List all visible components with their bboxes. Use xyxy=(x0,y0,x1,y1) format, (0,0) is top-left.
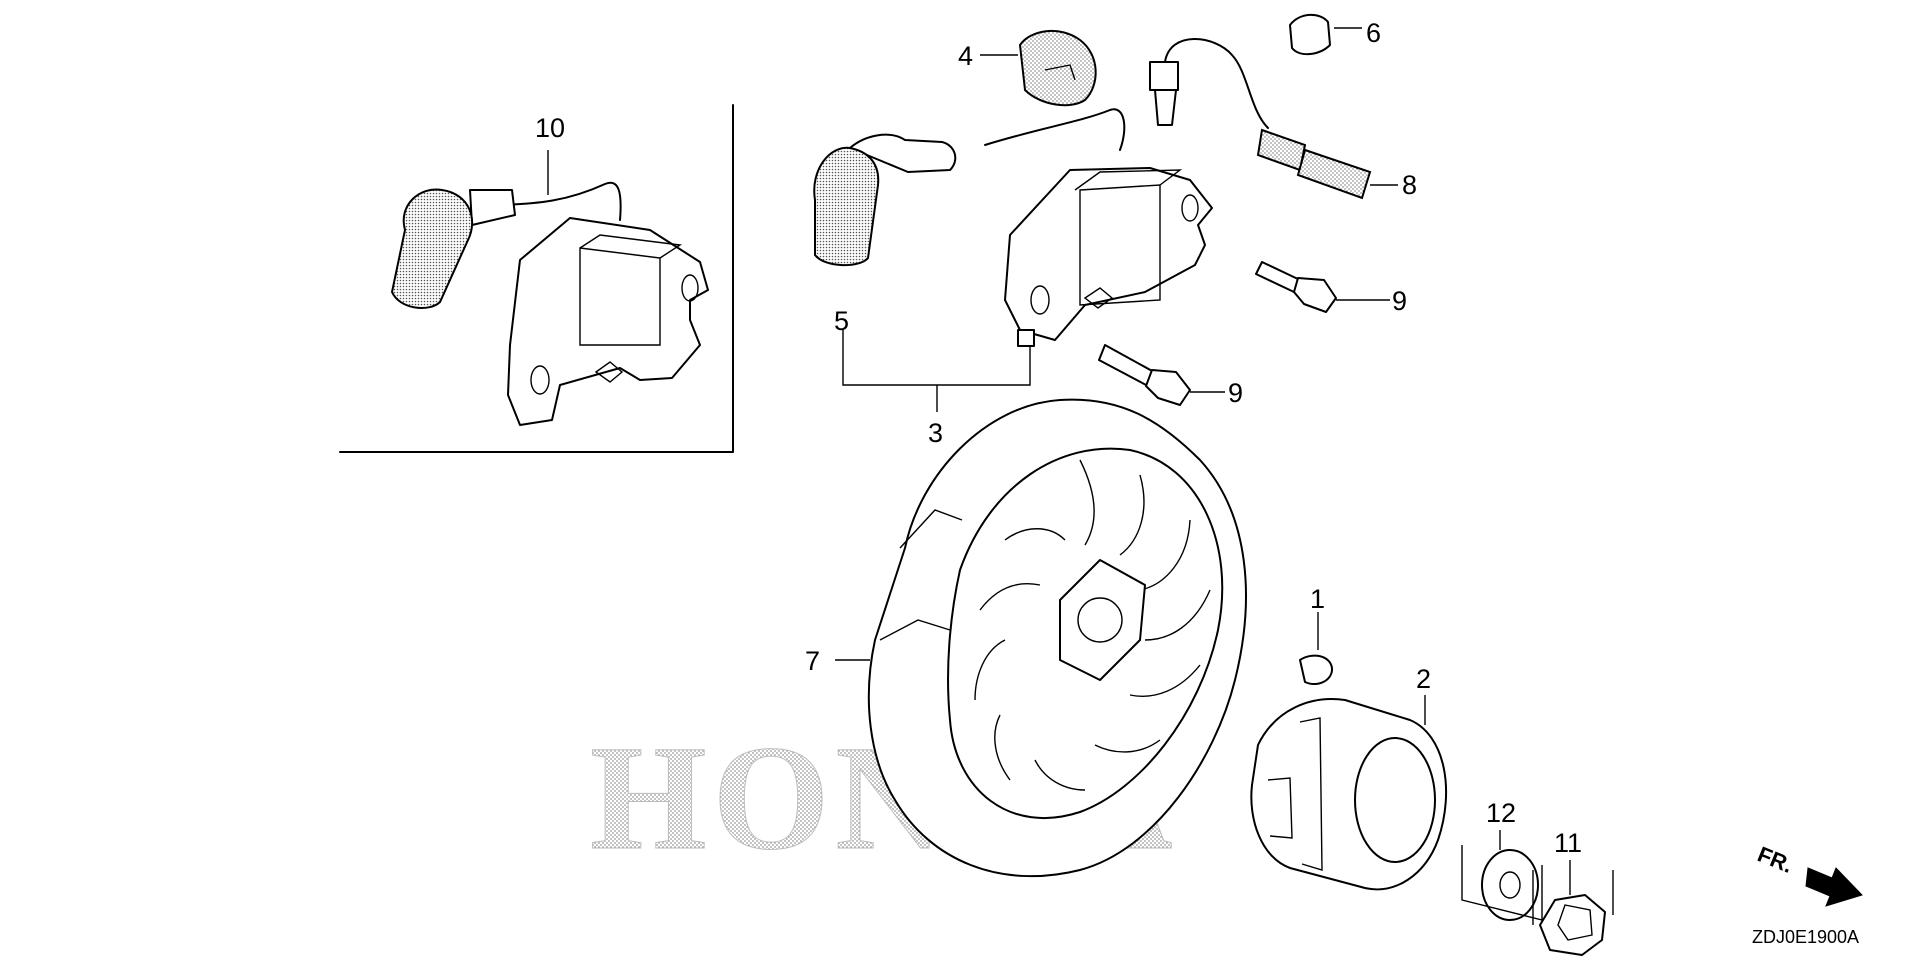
callout-6: 6 xyxy=(1366,18,1381,48)
part-8-stop-wire xyxy=(1149,38,1372,200)
callout-11: 10 xyxy=(535,113,565,143)
callout-4: 4 xyxy=(958,41,973,71)
part-12-washer xyxy=(1461,845,1543,921)
part-3-ignition-coil xyxy=(984,108,1213,347)
front-direction-arrow: FR. xyxy=(1754,841,1863,907)
part-10-flange-nut xyxy=(1532,870,1614,956)
part-7-flywheel xyxy=(867,398,1247,878)
callout-1: 1 xyxy=(1310,584,1325,614)
part-9-bolt-upper xyxy=(1255,261,1337,313)
part-5-plug-cap xyxy=(813,133,957,267)
callout-12: 12 xyxy=(1486,798,1516,828)
callout-2: 2 xyxy=(1416,664,1431,694)
part-9-bolt-lower xyxy=(1098,344,1191,406)
leader-lines xyxy=(547,27,1571,895)
part-4-cap xyxy=(1018,29,1097,107)
part-6-clip xyxy=(1289,13,1331,56)
callout-9-lower: 9 xyxy=(1228,378,1243,408)
callout-5: 5 xyxy=(834,306,849,336)
part-2-starter-pulley xyxy=(1250,698,1448,891)
part-11-ignition-coil-alt xyxy=(390,181,709,426)
callout-10: 11 xyxy=(1554,828,1582,858)
callouts: 10 4 6 8 9 9 5 3 1 2 7 12 11 xyxy=(535,18,1582,858)
diagram-code: ZDJ0E1900A xyxy=(1752,927,1859,947)
callout-7: 7 xyxy=(805,646,820,676)
callout-9-upper: 9 xyxy=(1392,286,1407,316)
part-1-woodruff-key xyxy=(1299,654,1333,686)
inset-frame xyxy=(339,104,734,453)
fr-label: FR. xyxy=(1754,841,1796,877)
callout-8: 8 xyxy=(1402,170,1417,200)
arrow-icon xyxy=(1805,867,1863,907)
callout-3: 3 xyxy=(928,418,943,448)
